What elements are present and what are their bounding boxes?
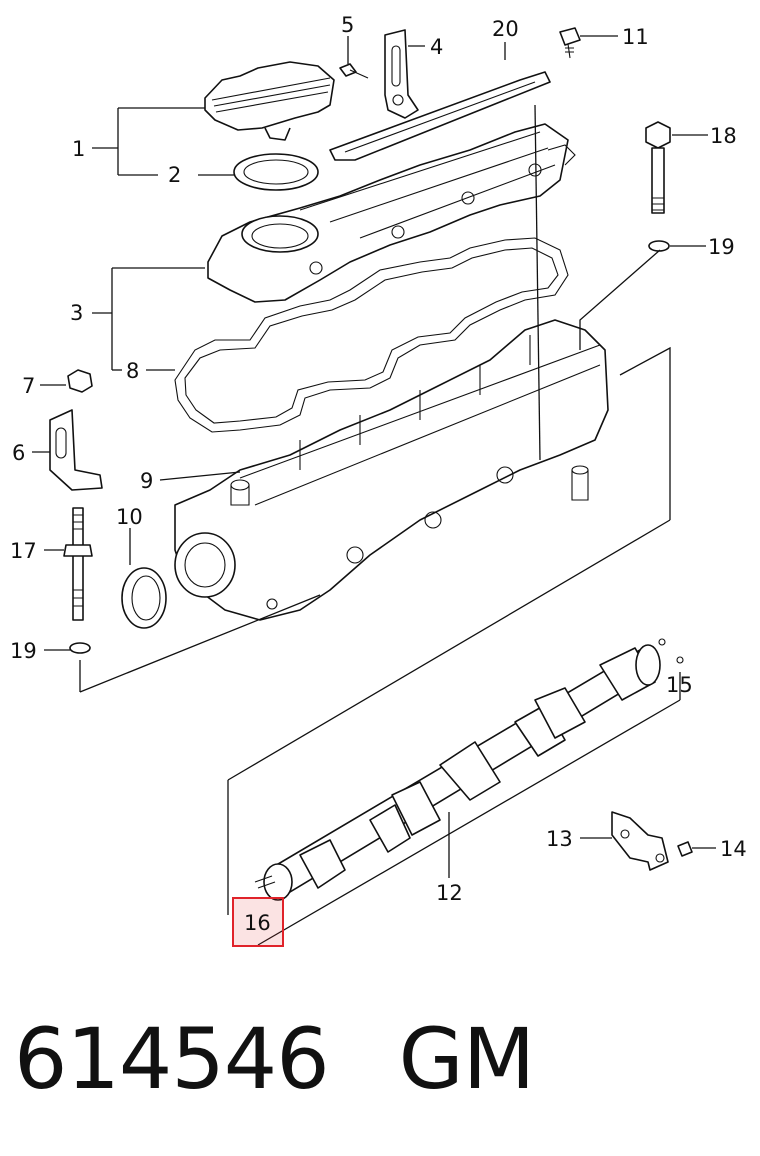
- cylinder-head-cover: [207, 123, 576, 303]
- callout-8: 8: [126, 359, 139, 383]
- brand-name: GM: [398, 1010, 536, 1108]
- baffle-plate: [329, 71, 551, 161]
- callout-19-right: 19: [708, 235, 735, 259]
- camshaft: [263, 638, 684, 901]
- callout-20: 20: [492, 17, 519, 41]
- callout-12: 12: [436, 881, 463, 905]
- plate-13: [611, 811, 669, 871]
- cap-seal-ring: [233, 153, 319, 191]
- callout-14: 14: [720, 837, 747, 861]
- callout-labels: 1 2 3 4 5 6 7 8 9 10 11 12 13 14 15 16 1…: [10, 13, 747, 935]
- callout-10: 10: [116, 505, 143, 529]
- callout-16: 16: [244, 911, 271, 935]
- washer-19-right: [648, 240, 670, 252]
- callout-5: 5: [341, 13, 354, 37]
- callout-11: 11: [622, 25, 649, 49]
- leader-lines: [32, 35, 716, 878]
- pin-16: [254, 875, 276, 889]
- bolt-18: [645, 121, 671, 214]
- bolt-14: [677, 841, 693, 857]
- callout-13: 13: [546, 827, 573, 851]
- washer-19-left: [69, 642, 91, 654]
- callout-7: 7: [22, 374, 35, 398]
- callout-3: 3: [70, 301, 83, 325]
- cylinder-head-housing: [174, 319, 609, 621]
- callout-4: 4: [430, 35, 443, 59]
- oil-filler-cap: [204, 61, 335, 141]
- stud-17: [63, 507, 93, 621]
- callout-9: 9: [140, 469, 153, 493]
- callout-1: 1: [72, 137, 85, 161]
- nut-7: [67, 369, 93, 393]
- callout-17: 17: [10, 539, 37, 563]
- callout-19-left: 19: [10, 639, 37, 663]
- reference-lines: [79, 104, 681, 946]
- bolt-11: [559, 27, 581, 59]
- part-footer: 614546 GM: [14, 1010, 536, 1130]
- mounting-bracket: [384, 29, 419, 119]
- exploded-parts-diagram: 1 2 3 4 5 6 7 8 9 10 11 12 13 14 15 16 1…: [10, 13, 747, 947]
- oil-seal: [121, 567, 167, 629]
- callout-2: 2: [168, 163, 181, 187]
- callout-18: 18: [710, 124, 737, 148]
- part-number: 614546: [14, 1010, 330, 1108]
- head-cover-gasket: [174, 237, 569, 433]
- callout-15: 15: [666, 673, 693, 697]
- callout-6: 6: [12, 441, 25, 465]
- highlight-box-16: [232, 897, 284, 947]
- screw-5: [339, 63, 369, 79]
- bracket-6: [49, 409, 103, 491]
